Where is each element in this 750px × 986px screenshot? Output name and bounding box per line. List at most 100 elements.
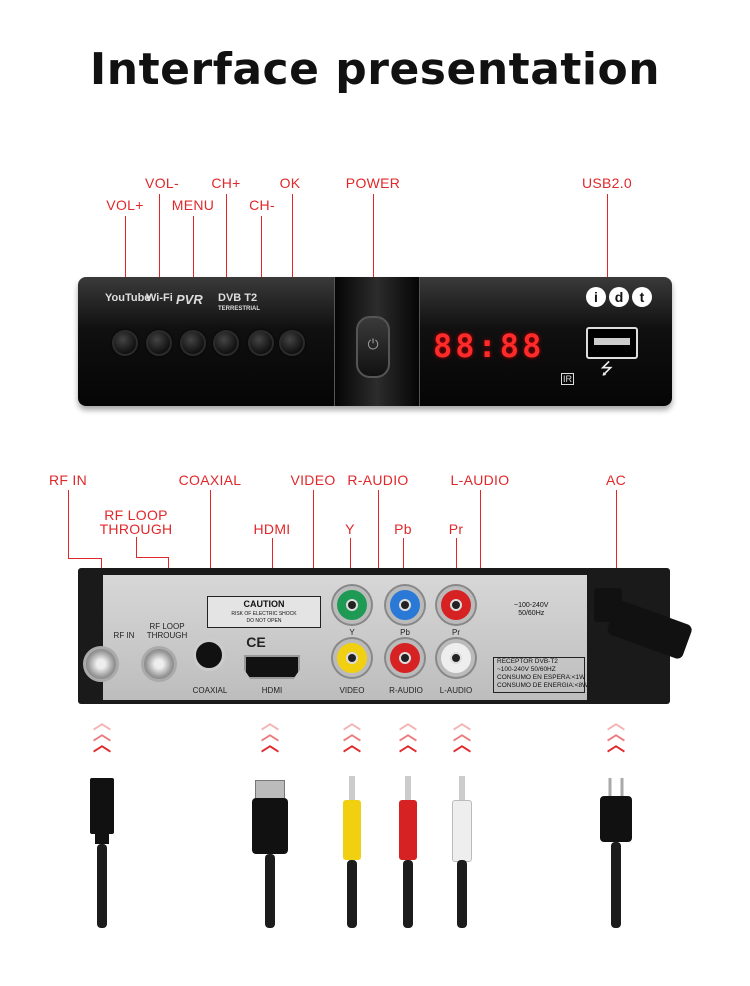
rating-line: CONSUMO DE ENERGIA:<8W xyxy=(497,682,589,689)
ac-prong xyxy=(620,778,624,798)
label-l-audio: L-AUDIO xyxy=(450,472,510,488)
vol-minus-button[interactable] xyxy=(146,330,172,356)
leader-power xyxy=(373,194,374,344)
l-audio-rca-port[interactable] xyxy=(437,639,475,677)
rca-red-body xyxy=(399,800,417,860)
label-rf-loop-2: THROUGH xyxy=(99,521,173,537)
video-rca-port[interactable] xyxy=(333,639,371,677)
coaxial-text: COAXIAL xyxy=(192,686,228,695)
pr-rca-port[interactable] xyxy=(437,586,475,624)
label-pr: Pr xyxy=(448,521,464,537)
coaxial-port[interactable] xyxy=(193,639,225,671)
rf-in-connector[interactable] xyxy=(83,646,119,682)
leader-usb xyxy=(607,194,608,342)
video-text: VIDEO xyxy=(339,686,365,695)
terrestrial-text: TERRESTRIAL xyxy=(218,306,260,312)
pvr-logo: PVR xyxy=(176,292,203,307)
label-pb: Pb xyxy=(394,521,412,537)
rf-in-text: RF IN xyxy=(113,631,135,640)
rca-yellow-body xyxy=(343,800,361,860)
y-text: Y xyxy=(349,628,355,637)
arrow-up-icon: ︿︿︿ xyxy=(93,713,111,755)
rca-red-plug-icon xyxy=(405,776,411,800)
usb-icon: ⭍ xyxy=(600,361,614,378)
label-coaxial: COAXIAL xyxy=(178,472,242,488)
label-r-audio: R-AUDIO xyxy=(347,472,409,488)
hdmi-text: HDMI xyxy=(261,686,283,695)
ch-plus-button[interactable] xyxy=(213,330,239,356)
hdmi-port[interactable] xyxy=(244,655,300,679)
r-audio-rca-port[interactable] xyxy=(386,639,424,677)
arrow-up-icon: ︿︿︿ xyxy=(453,713,471,755)
leader-vol-minus xyxy=(159,194,160,342)
rca-white-body xyxy=(452,800,472,862)
brand-letter: t xyxy=(632,287,652,307)
menu-button[interactable] xyxy=(180,330,206,356)
vol-plus-button[interactable] xyxy=(112,330,138,356)
rca-red-cable xyxy=(403,860,413,928)
youtube-logo: YouTube xyxy=(105,292,151,304)
voltage-line2: 50/60Hz xyxy=(518,610,545,617)
arrow-up-icon: ︿︿︿ xyxy=(607,713,625,755)
rf-cable xyxy=(97,844,107,928)
leader-rf-in xyxy=(68,490,69,558)
ac-cable xyxy=(611,842,621,928)
led-display: 88:88 xyxy=(433,327,545,365)
page-title: Interface presentation xyxy=(89,44,661,95)
label-ch-minus: CH- xyxy=(249,197,275,213)
rf-loop-text: RF LOOP xyxy=(149,622,185,631)
label-vol-minus: VOL- xyxy=(145,175,179,191)
arrow-up-icon: ︿︿︿ xyxy=(399,713,417,755)
rating-line: CONSUMO EN ESPERA:<1W xyxy=(497,674,586,681)
rca-yellow-cable xyxy=(347,860,357,928)
ok-button[interactable] xyxy=(279,330,305,356)
pb-rca-port[interactable] xyxy=(386,586,424,624)
usb-port[interactable] xyxy=(586,327,638,359)
label-ac: AC xyxy=(605,472,627,488)
wifi-logo: Wi-Fi xyxy=(146,292,173,304)
rating-line: ~100-240V 50/60HZ xyxy=(497,666,556,673)
label-hdmi: HDMI xyxy=(253,521,291,537)
hdmi-plug-body xyxy=(252,798,288,854)
l-audio-text: L-AUDIO xyxy=(439,686,473,695)
label-vol-plus: VOL+ xyxy=(106,197,144,213)
caution-line1: RISK OF ELECTRIC SHOCK xyxy=(231,611,297,617)
brand-logo: i d t xyxy=(586,287,652,307)
y-rca-port[interactable] xyxy=(333,586,371,624)
leader-coaxial xyxy=(210,490,211,645)
voltage-label: ~100-240V 50/60Hz xyxy=(514,602,548,618)
label-rf-loop: RF LOOP xyxy=(104,507,168,523)
label-ch-plus: CH+ xyxy=(211,175,241,191)
rf-antenna-plug-icon xyxy=(90,778,114,834)
rca-white-plug-icon xyxy=(459,776,465,800)
label-usb: USB2.0 xyxy=(581,175,633,191)
arrow-up-icon: ︿︿︿ xyxy=(261,713,279,755)
label-rf-in: RF IN xyxy=(48,472,88,488)
label-ok: OK xyxy=(279,175,301,191)
hdmi-plug-icon xyxy=(255,780,285,800)
rating-line: RECEPTOR DVB-T2 xyxy=(497,658,558,665)
r-audio-text: R-AUDIO xyxy=(389,686,423,695)
label-video: VIDEO xyxy=(290,472,336,488)
leader-rf-loop xyxy=(136,557,168,558)
ce-mark: CE xyxy=(246,634,266,650)
ch-minus-button[interactable] xyxy=(248,330,274,356)
ir-sensor: IR xyxy=(561,373,574,385)
arrow-up-icon: ︿︿︿ xyxy=(343,713,361,755)
caution-title: CAUTION xyxy=(243,599,285,609)
label-power: POWER xyxy=(345,175,401,191)
pr-text: Pr xyxy=(452,628,460,637)
rf-plug-neck xyxy=(95,834,109,844)
leader-ch-plus xyxy=(226,194,227,342)
ac-inlet[interactable] xyxy=(594,588,622,622)
brand-letter: i xyxy=(586,287,606,307)
power-button[interactable]: ⏻ xyxy=(356,316,390,378)
ac-power-plug-icon xyxy=(600,796,632,842)
rf-through-text: THROUGH xyxy=(146,631,188,640)
dvbt2-logo: DVB T2 xyxy=(218,292,258,304)
rca-white-cable xyxy=(457,860,467,928)
ac-prong xyxy=(608,778,612,798)
pb-text: Pb xyxy=(400,628,410,637)
caution-label: CAUTION RISK OF ELECTRIC SHOCK DO NOT OP… xyxy=(207,596,321,628)
rf-loop-connector[interactable] xyxy=(141,646,177,682)
